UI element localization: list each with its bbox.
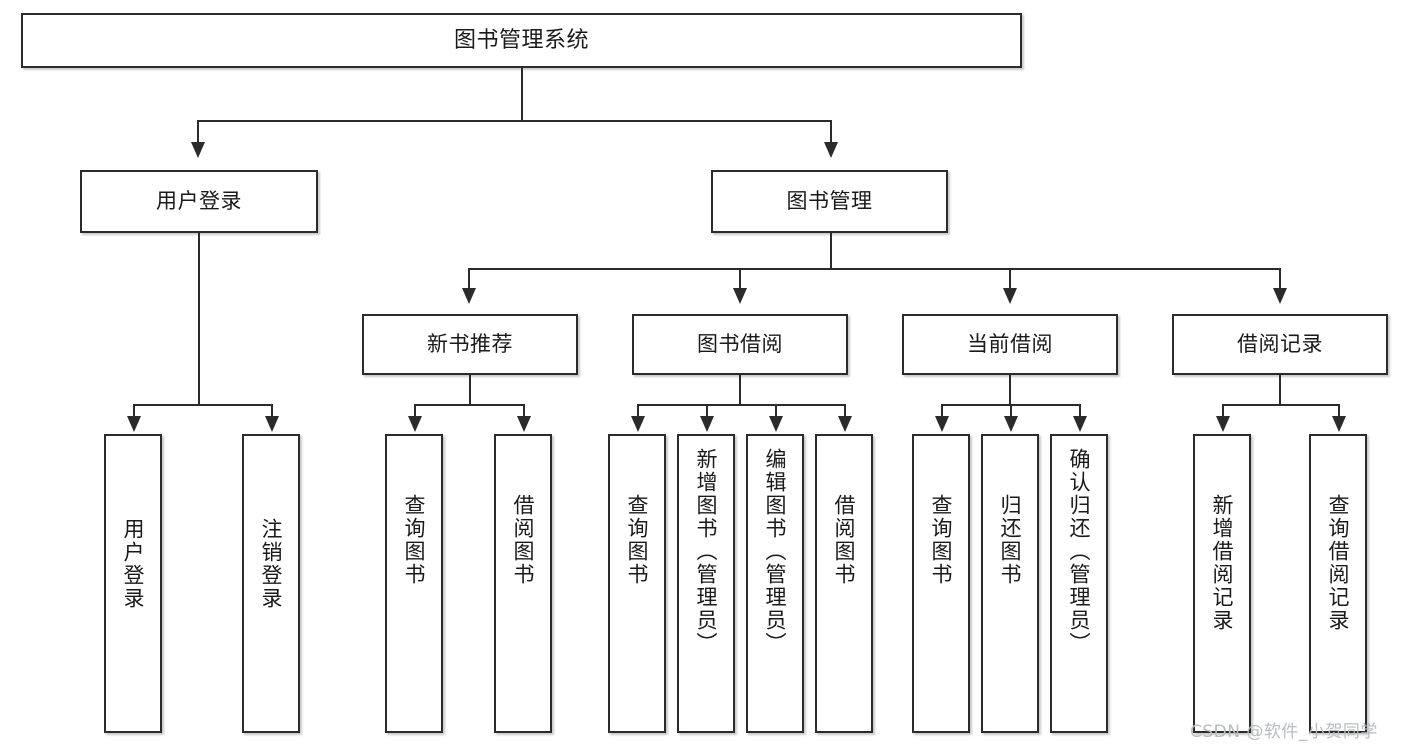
arrow-bm-to-book-borrow [733, 288, 747, 304]
connector-user-login-bus [133, 404, 272, 406]
arrow-bb-leaf-4 [838, 416, 852, 432]
connector-borrow-record-stem [1279, 375, 1281, 405]
leaf-logout[interactable]: 注销登录 [242, 434, 300, 733]
connector-book-management-stem [830, 233, 832, 269]
arrow-nb-leaf-2 [517, 416, 531, 432]
leaf-query-book-current[interactable]: 查询图书 [912, 434, 970, 733]
connector-nb-drop-2 [523, 404, 525, 420]
leaf-user-login[interactable]: 用户登录 [104, 434, 162, 733]
connector-bb-drop-1 [637, 404, 639, 420]
arrow-cb-leaf-1 [935, 416, 949, 432]
connector-book-management-bus [468, 268, 1280, 270]
arrow-bb-leaf-1 [631, 416, 645, 432]
node-label: 查询图书 [929, 494, 954, 586]
arrow-bm-to-borrow-record [1273, 288, 1287, 304]
leaf-query-book-borrow[interactable]: 查询图书 [608, 434, 666, 733]
node-user-login[interactable]: 用户登录 [80, 170, 318, 233]
watermark-text: CSDN @软件_小贺同学 [1190, 722, 1378, 742]
connector-bm-drop-2 [739, 268, 741, 290]
connector-root-bus [197, 120, 832, 122]
connector-user-login-drop-2 [271, 404, 273, 420]
arrow-nb-leaf-1 [408, 416, 422, 432]
connector-bb-drop-4 [844, 404, 846, 420]
node-label: 图书管理 [786, 189, 873, 214]
node-label: 图书管理系统 [453, 27, 589, 53]
connector-br-drop-2 [1338, 404, 1340, 420]
connector-root-to-user-login [197, 120, 199, 145]
node-label: 新书推荐 [427, 332, 513, 357]
node-label: 确认归还（管理员） [1067, 448, 1092, 655]
connector-cb-drop-1 [941, 404, 943, 420]
leaf-query-book-new[interactable]: 查询图书 [385, 434, 443, 733]
connector-user-login-drop-1 [133, 404, 135, 420]
node-label: 借阅图书 [511, 494, 536, 586]
connector-cb-drop-3 [1079, 404, 1081, 420]
arrow-user-login-leaf-2 [265, 416, 279, 432]
leaf-add-borrow-record[interactable]: 新增借阅记录 [1193, 434, 1251, 733]
node-label: 用户登录 [121, 518, 146, 610]
arrow-br-leaf-1 [1216, 416, 1230, 432]
arrow-user-login-leaf-1 [127, 416, 141, 432]
connector-cb-drop-2 [1010, 404, 1012, 420]
node-label: 查询借阅记录 [1326, 494, 1351, 632]
arrow-bb-leaf-3 [769, 416, 783, 432]
connector-br-drop-1 [1222, 404, 1224, 420]
node-book-management[interactable]: 图书管理 [711, 170, 948, 233]
connector-new-book-stem [469, 375, 471, 405]
arrow-cb-leaf-3 [1073, 416, 1087, 432]
node-label: 新增借阅记录 [1210, 494, 1235, 632]
leaf-borrow-book[interactable]: 借阅图书 [815, 434, 873, 733]
node-book-borrow[interactable]: 图书借阅 [632, 314, 848, 375]
connector-new-book-bus [414, 404, 525, 406]
node-label: 注销登录 [259, 518, 284, 610]
node-new-book-recommendation[interactable]: 新书推荐 [362, 314, 578, 375]
connector-borrow-record-bus [1222, 404, 1339, 406]
connector-bb-drop-2 [706, 404, 708, 420]
arrow-bm-to-current-borrow [1003, 288, 1017, 304]
leaf-return-book[interactable]: 归还图书 [981, 434, 1039, 733]
leaf-confirm-return-admin[interactable]: 确认归还（管理员） [1050, 434, 1108, 733]
connector-current-borrow-stem [1009, 375, 1011, 405]
leaf-query-borrow-record[interactable]: 查询借阅记录 [1309, 434, 1367, 733]
connector-book-borrow-bus [637, 404, 845, 406]
arrow-br-leaf-2 [1332, 416, 1346, 432]
node-current-borrow[interactable]: 当前借阅 [902, 314, 1118, 375]
node-label: 归还图书 [998, 494, 1023, 586]
connector-book-borrow-stem [739, 375, 741, 405]
node-label: 借阅记录 [1237, 332, 1323, 357]
node-root-book-management-system[interactable]: 图书管理系统 [21, 13, 1022, 68]
connector-bb-drop-3 [775, 404, 777, 420]
arrow-bb-leaf-2 [700, 416, 714, 432]
leaf-borrow-book-new[interactable]: 借阅图书 [494, 434, 552, 733]
connector-bm-drop-1 [468, 268, 470, 290]
node-label: 编辑图书（管理员） [763, 448, 788, 655]
node-label: 借阅图书 [832, 494, 857, 586]
node-borrow-record[interactable]: 借阅记录 [1172, 314, 1388, 375]
node-label: 图书借阅 [697, 332, 783, 357]
node-label: 新增图书（管理员） [694, 448, 719, 655]
node-label: 当前借阅 [967, 332, 1053, 357]
connector-bm-drop-3 [1009, 268, 1011, 290]
node-label: 用户登录 [156, 189, 242, 214]
leaf-edit-book-admin[interactable]: 编辑图书（管理员） [746, 434, 804, 733]
connector-nb-drop-1 [414, 404, 416, 420]
arrow-root-to-book-management [824, 142, 838, 158]
arrow-cb-leaf-2 [1004, 416, 1018, 432]
node-label: 查询图书 [625, 494, 650, 586]
arrow-bm-to-new-book [462, 288, 476, 304]
connector-root-stem [521, 68, 523, 121]
connector-user-login-stem [198, 233, 200, 405]
node-label: 查询图书 [402, 494, 427, 586]
connector-root-to-book-management [830, 120, 832, 145]
connector-bm-drop-4 [1279, 268, 1281, 290]
leaf-add-book-admin[interactable]: 新增图书（管理员） [677, 434, 735, 733]
arrow-root-to-user-login [191, 142, 205, 158]
